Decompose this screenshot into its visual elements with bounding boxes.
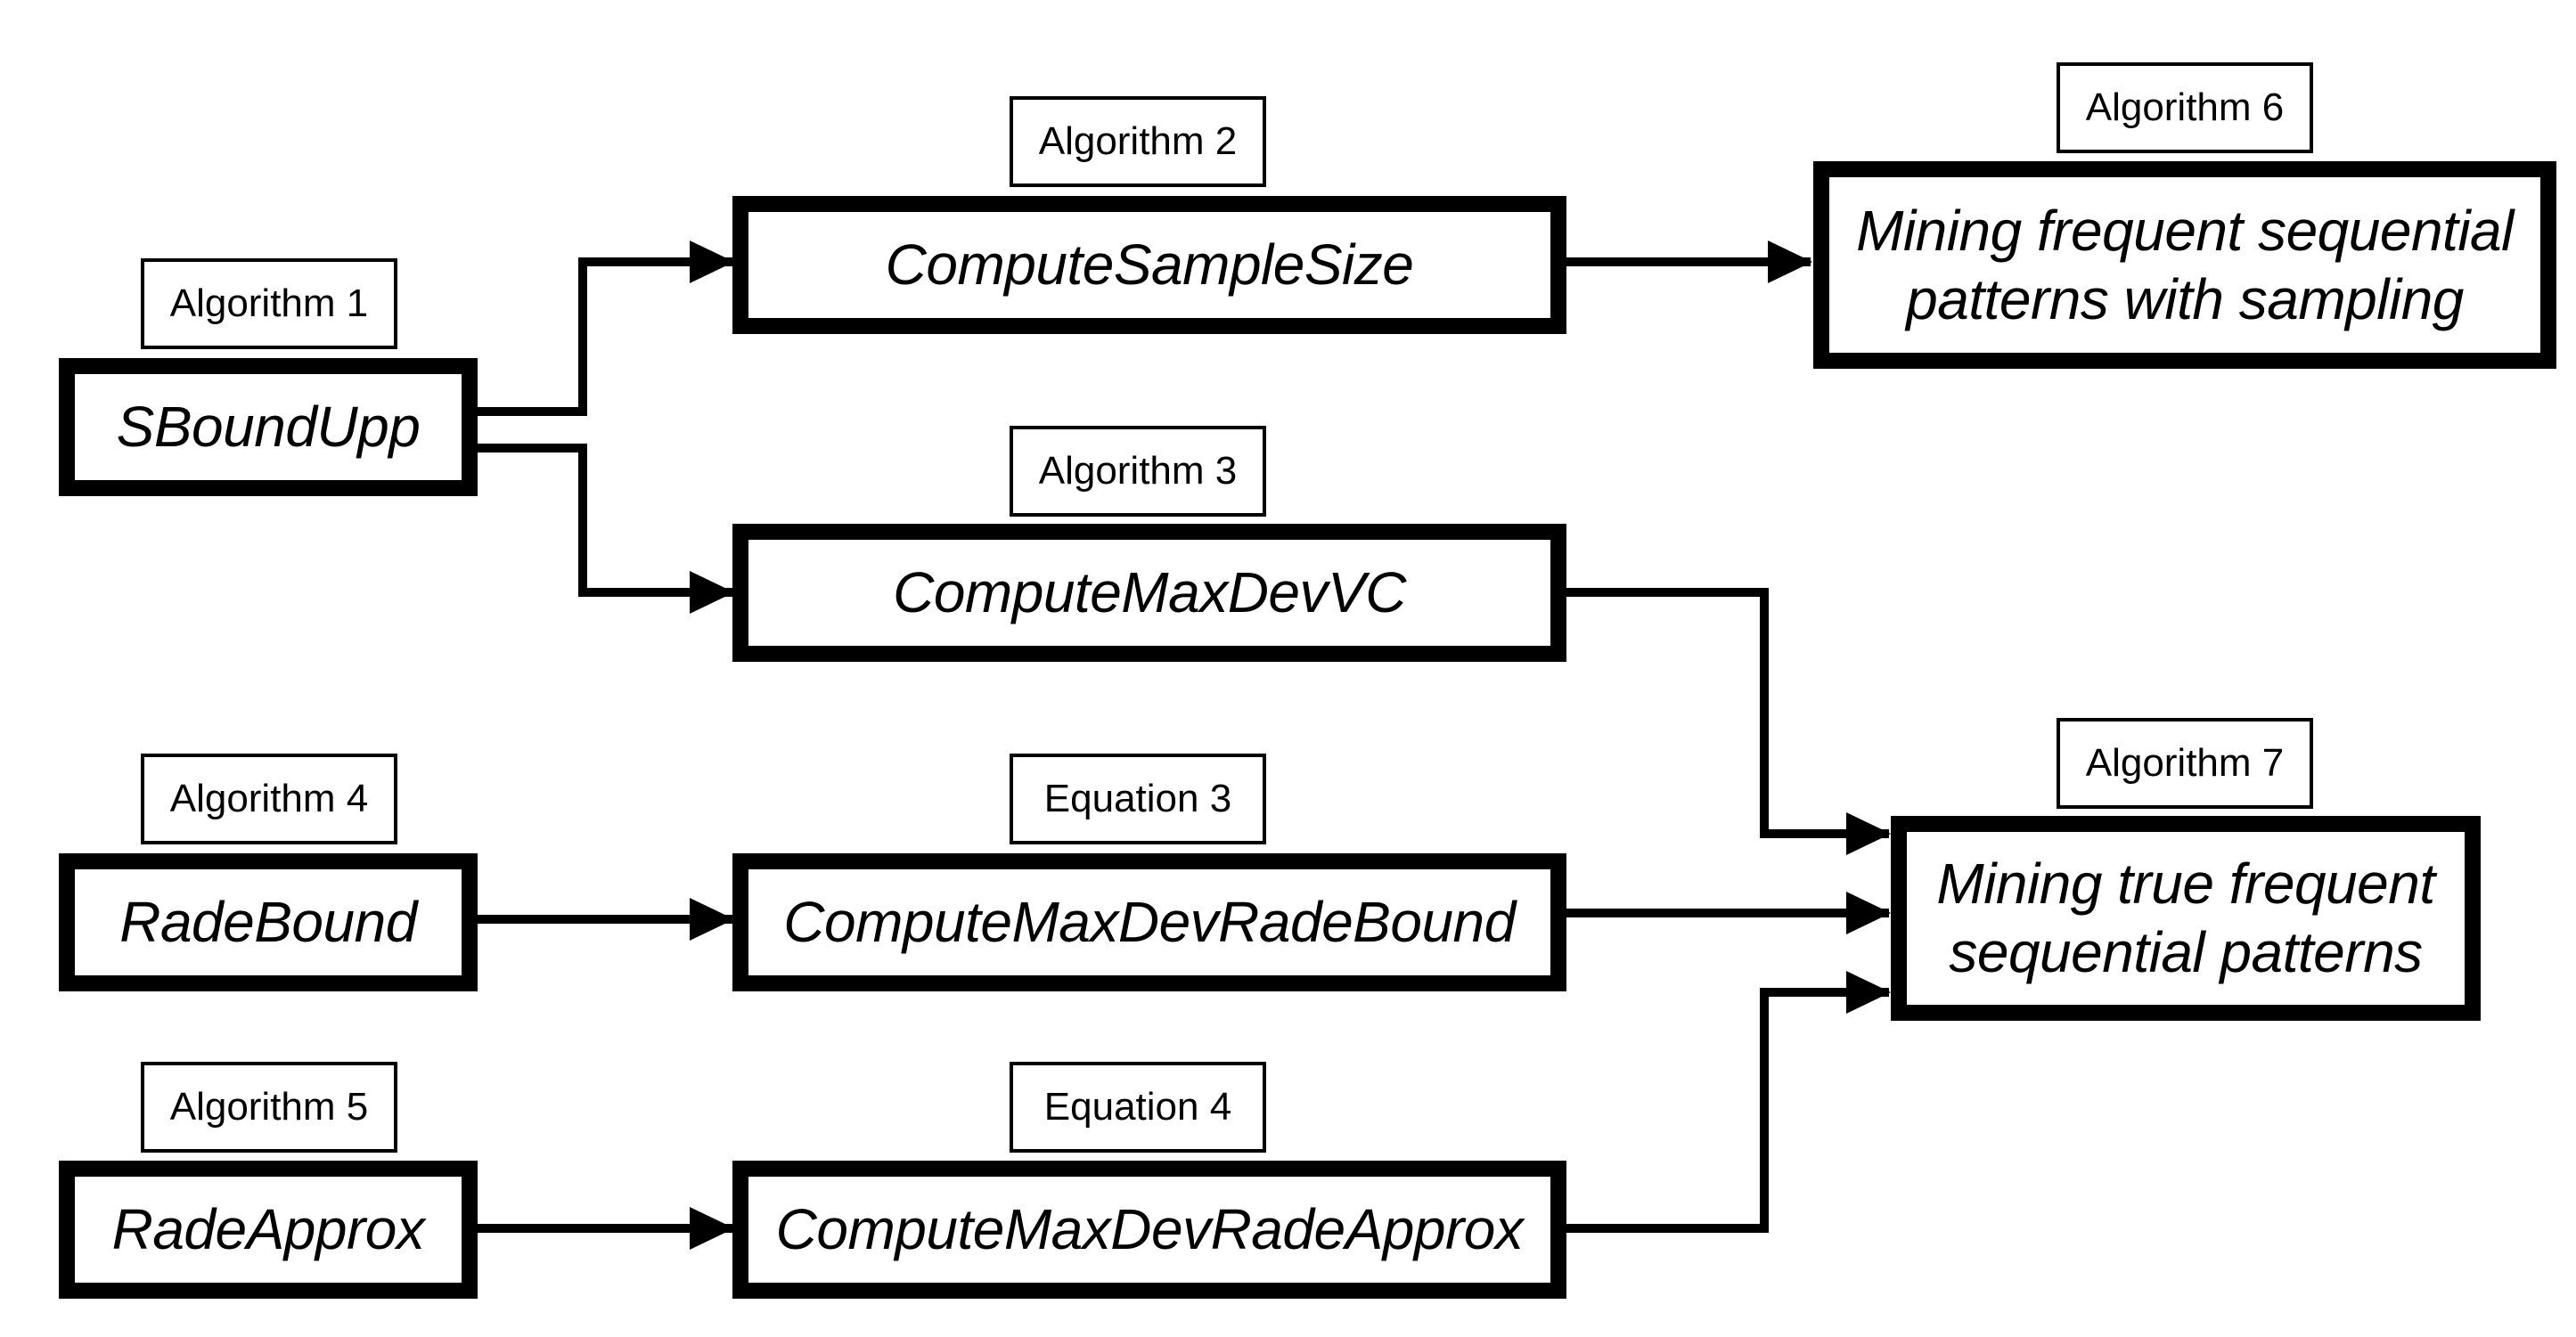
node-mining-true: Mining true frequent sequential patterns bbox=[1891, 816, 2481, 1021]
node-label-computemaxdevradebound: ComputeMaxDevRadeBound bbox=[783, 890, 1516, 955]
node-label-mining-sampling-line-2: patterns with sampling bbox=[1906, 266, 2464, 331]
node-tag-computemaxdevvc: Algorithm 3 bbox=[1010, 426, 1266, 517]
node-tag-radebound: Algorithm 4 bbox=[141, 754, 397, 844]
node-label-mining-sampling-line-1: Mining frequent sequential bbox=[1856, 198, 2514, 263]
node-computemaxdevradeapprox: ComputeMaxDevRadeApprox bbox=[732, 1161, 1566, 1299]
node-label-radebound: RadeBound bbox=[119, 890, 417, 955]
edge-sboundupp-to-computesamplesize bbox=[472, 240, 734, 416]
node-label-computemaxdevvc: ComputeMaxDevVC bbox=[893, 560, 1406, 625]
node-tag-computemaxdevradebound: Equation 3 bbox=[1010, 754, 1266, 844]
edge-computemaxdevvc-to-mining-true bbox=[1559, 588, 1891, 855]
node-label-mining-sampling: Mining frequent sequential patterns with… bbox=[1856, 197, 2514, 334]
node-radebound: RadeBound bbox=[59, 853, 478, 991]
edge-computemaxdevradeapprox-to-mining-true bbox=[1559, 971, 1891, 1233]
node-label-computemaxdevradeapprox: ComputeMaxDevRadeApprox bbox=[775, 1197, 1524, 1262]
node-label-sboundupp: SBoundUpp bbox=[116, 395, 421, 460]
node-tag-computemaxdevradeapprox: Equation 4 bbox=[1010, 1062, 1266, 1153]
node-label-computesamplesize: ComputeSampleSize bbox=[885, 232, 1414, 298]
node-tag-computesamplesize: Algorithm 2 bbox=[1010, 96, 1266, 187]
node-label-mining-true-line-2: sequential patterns bbox=[1949, 920, 2423, 984]
node-tag-mining-true: Algorithm 7 bbox=[2057, 718, 2313, 809]
node-mining-sampling: Mining frequent sequential patterns with… bbox=[1813, 161, 2556, 369]
node-label-radeapprox: RadeApprox bbox=[111, 1197, 425, 1262]
node-computemaxdevradebound: ComputeMaxDevRadeBound bbox=[732, 853, 1566, 991]
node-tag-mining-sampling: Algorithm 6 bbox=[2057, 62, 2313, 153]
node-computesamplesize: ComputeSampleSize bbox=[732, 196, 1566, 334]
node-tag-sboundupp: Algorithm 1 bbox=[141, 258, 397, 349]
node-tag-radeapprox: Algorithm 5 bbox=[141, 1062, 397, 1153]
node-label-mining-true-line-1: Mining true frequent bbox=[1936, 852, 2435, 917]
node-label-mining-true: Mining true frequent sequential patterns bbox=[1936, 850, 2435, 987]
node-computemaxdevvc: ComputeMaxDevVC bbox=[732, 524, 1566, 662]
node-radeapprox: RadeApprox bbox=[59, 1161, 478, 1299]
node-sboundupp: SBoundUpp bbox=[59, 358, 478, 496]
edge-sboundupp-to-computemaxdevvc bbox=[472, 444, 734, 614]
